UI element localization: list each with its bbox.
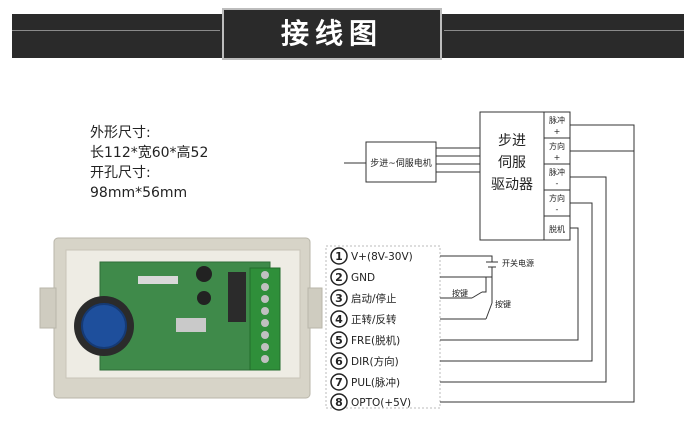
motor-box <box>365 141 437 183</box>
driver-terminal-ena-label: 脱机 <box>549 224 565 234</box>
motor: 步进~伺服电机 <box>344 141 437 183</box>
wire-opto-pul-plus <box>440 124 635 403</box>
terminal-5-number: 5 <box>335 334 343 347</box>
size-value: 长112*宽60*高52 <box>90 145 209 161</box>
driver-terminal-pul-minus-label: 脉冲 <box>549 167 565 177</box>
wire-dir-minus <box>440 202 593 362</box>
terminal-7-label: PUL(脉冲) <box>351 376 400 389</box>
terminal-6-number: 6 <box>335 355 343 368</box>
terminal-6-label: DIR(方向) <box>351 355 399 368</box>
wire-gnd <box>440 267 493 278</box>
terminal-4-marker <box>330 310 348 328</box>
terminal-8-label: OPTO(+5V) <box>351 397 411 409</box>
banner-rule-right <box>444 30 684 31</box>
power-supply-label: 开关电源 <box>502 258 534 268</box>
driver: 步进 伺服 驱动器 脉冲 + 方向 + 脉冲 - 方向 - 脱机 <box>479 111 571 241</box>
terminal-3-label: 启动/停止 <box>351 292 397 305</box>
driver-signal-wiring <box>440 124 635 403</box>
terminal-7-number: 7 <box>335 376 343 389</box>
power-supply-wiring <box>440 255 498 278</box>
screw-icon <box>261 271 269 279</box>
terminal-2-marker <box>330 268 348 286</box>
key2-contact <box>485 302 493 320</box>
terminal-5-marker <box>330 331 348 349</box>
driver-terminal-dir-plus-label: 方向 <box>549 141 565 151</box>
terminal-1-label: V+(8V-30V) <box>351 251 413 263</box>
crystal <box>176 318 206 332</box>
mount-tab-left <box>39 287 57 329</box>
terminal-1-number: 1 <box>335 250 343 263</box>
terminal-list: 1 V+(8V-30V) 2 GND 3 启动/停止 4 正转/反转 5 FRE… <box>325 245 441 411</box>
title-banner: 接线图 <box>0 0 695 62</box>
driver-terminal-pul-minus-sign: - <box>556 179 559 188</box>
terminal-4-number: 4 <box>335 313 343 326</box>
screw-icon <box>261 331 269 339</box>
key1-return <box>482 277 487 293</box>
terminal-5-label: FRE(脱机) <box>351 334 400 347</box>
motor-wires <box>436 147 480 173</box>
terminal-4-label: 正转/反转 <box>351 313 397 326</box>
key2-label: 按键 <box>495 299 511 309</box>
terminal-2-number: 2 <box>335 271 343 284</box>
hole-value: 98mm*56mm <box>90 185 188 201</box>
terminal-3-number: 3 <box>335 292 343 305</box>
terminal-screws <box>261 271 269 363</box>
terminal-list-frame <box>325 245 441 409</box>
screw-icon <box>261 319 269 327</box>
driver-terminal-dir-plus-sign: + <box>554 153 561 162</box>
wire-ena <box>440 227 579 341</box>
wire-pul-minus <box>440 176 607 383</box>
terminal-6-marker <box>330 352 348 370</box>
capacitor-2 <box>197 291 211 305</box>
motor-label: 步进~伺服电机 <box>370 157 432 169</box>
wire-vplus <box>440 255 493 262</box>
key-wiring <box>440 277 493 320</box>
driver-box <box>479 111 545 241</box>
banner-rule-left <box>12 30 220 31</box>
capacitor-1 <box>196 266 212 282</box>
driver-terminal-dir-minus-label: 方向 <box>549 193 565 203</box>
driver-label-line1: 步进 <box>498 133 526 149</box>
screw-icon <box>261 307 269 315</box>
driver-terminal-pul-plus-label: 脉冲 <box>549 115 565 125</box>
mount-tab-right <box>307 287 323 329</box>
terminal-8-marker <box>330 393 348 411</box>
screw-icon <box>261 295 269 303</box>
screw-icon <box>261 283 269 291</box>
terminal-8-number: 8 <box>335 396 343 409</box>
terminal-7-marker <box>330 373 348 391</box>
chip <box>228 272 246 322</box>
page-title: 接线图 <box>222 8 442 60</box>
driver-label-line2: 伺服 <box>498 155 526 171</box>
ribbon-cable <box>138 276 178 284</box>
driver-terminal-strip <box>543 111 571 241</box>
knob-icon <box>81 303 127 349</box>
driver-label-line3: 驱动器 <box>491 177 533 193</box>
controller-photo <box>39 237 323 399</box>
hole-label: 开孔尺寸: <box>90 165 151 181</box>
key1-label: 按键 <box>452 288 468 298</box>
terminal-2-label: GND <box>351 272 375 284</box>
terminal-1-marker <box>330 247 348 265</box>
driver-terminal-dir-minus-sign: - <box>556 205 559 214</box>
screw-icon <box>261 343 269 351</box>
size-label: 外形尺寸: <box>90 125 151 141</box>
driver-terminal-pul-plus-sign: + <box>554 127 561 136</box>
key1-contact <box>471 291 483 299</box>
screw-icon <box>261 355 269 363</box>
terminal-3-marker <box>330 289 348 307</box>
